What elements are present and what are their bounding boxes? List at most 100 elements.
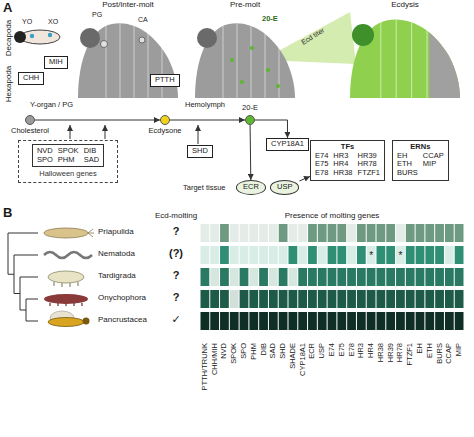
heatmap-cell xyxy=(318,224,327,242)
location-label: Y-organ / PG xyxy=(30,101,73,109)
heatmap-cell xyxy=(367,312,376,330)
gene-column-label: NVD xyxy=(220,343,228,359)
node-text: PHM xyxy=(58,156,79,165)
pathway-arrow xyxy=(35,120,160,121)
heatmap-cell xyxy=(269,268,278,286)
heatmap-cell xyxy=(425,224,434,242)
heatmap-cell xyxy=(406,268,415,286)
panel-letter: A xyxy=(3,1,12,15)
node-text: MIP xyxy=(423,160,444,169)
heatmap-cell xyxy=(357,290,366,308)
heatmap-cell xyxy=(435,268,444,286)
heatmap-cell xyxy=(455,312,464,330)
node-text: Ecdysone xyxy=(149,127,182,136)
heatmap-cell xyxy=(249,312,258,330)
gene-column-label: PTTH/TRUNK xyxy=(201,343,209,391)
pathway-arrow xyxy=(250,125,252,180)
heatmap-cell xyxy=(298,268,307,286)
heatmap-cell xyxy=(445,312,454,330)
gene-column-label: BURS xyxy=(435,343,443,364)
location-label: Target tissue xyxy=(183,184,226,192)
heatmap-cell xyxy=(289,246,298,264)
caterpillar-head xyxy=(352,24,374,46)
gene-column-label: E78 xyxy=(347,343,355,356)
heatmap-cell xyxy=(230,268,239,286)
heatmap-cell xyxy=(377,268,386,286)
heatmap-cell xyxy=(386,312,395,330)
molting-status: (?) xyxy=(169,247,183,259)
heatmap-cell xyxy=(435,290,444,308)
heatmap-cell xyxy=(279,246,288,264)
heatmap-cell xyxy=(328,246,337,264)
heatmap-cell xyxy=(377,290,386,308)
heatmap-cell xyxy=(357,312,366,330)
taxon-name: Tardigrada xyxy=(98,272,136,281)
heatmap-cell xyxy=(435,246,444,264)
gene-group: Halloween genesNVDSPOKDIBSPOPHMSAD xyxy=(18,140,118,183)
heatmap-cell xyxy=(396,290,405,308)
box-heading: TFs xyxy=(315,143,380,152)
gene-list-box: ERNsEHCCAPETHMIPBURS xyxy=(392,140,449,181)
heatmap-cell xyxy=(210,290,219,308)
heatmap-cell xyxy=(328,290,337,308)
molecule-dot: Cholesterol xyxy=(25,115,35,125)
gene-column-label: E74 xyxy=(328,343,336,356)
heatmap-cell xyxy=(298,312,307,330)
receptor-oval: USP xyxy=(270,180,299,195)
heatmap-cell xyxy=(396,268,405,286)
group-label: Decapoda xyxy=(5,20,14,56)
heatmap-cell xyxy=(318,246,327,264)
node-text: 20-E xyxy=(242,104,258,113)
heatmap-cell xyxy=(347,246,356,264)
heatmap-cell xyxy=(240,224,249,242)
heatmap-cell xyxy=(220,268,229,286)
heatmap-cell xyxy=(406,224,415,242)
stage-heading: Ecdysis xyxy=(391,1,419,10)
heatmap-cell xyxy=(308,290,317,308)
heatmap-cell xyxy=(328,312,337,330)
heatmap-cell xyxy=(367,246,376,264)
hormone-box: PTTH xyxy=(150,74,180,87)
taxon-name: Onychophora xyxy=(98,294,146,303)
heatmap-cell xyxy=(396,246,405,264)
heatmap-cell xyxy=(230,246,239,264)
heatmap-cell xyxy=(406,290,415,308)
heatmap-cell xyxy=(220,312,229,330)
heatmap-cell xyxy=(220,224,229,242)
gene-column-label: FTZF1 xyxy=(406,343,414,366)
heatmap-cell xyxy=(435,224,444,242)
heatmap-cell xyxy=(347,268,356,286)
gene-column-label: E75 xyxy=(338,343,346,356)
gene-box: NVDSPOKDIBSPOPHMSAD xyxy=(32,144,104,167)
gene-column-label: HR39 xyxy=(387,343,395,362)
heatmap-cell xyxy=(249,246,258,264)
hormone-dots xyxy=(230,46,280,88)
heatmap-cell xyxy=(259,246,268,264)
heatmap-cell xyxy=(337,268,346,286)
heatmap-cell xyxy=(289,268,298,286)
box-heading: ERNs xyxy=(397,143,444,152)
heatmap-cell xyxy=(318,312,327,330)
gene-column-label: MIP xyxy=(455,343,463,356)
gene-column-label: SHADE xyxy=(289,343,297,369)
heatmap-cell xyxy=(445,246,454,264)
taxon-name: Nematoda xyxy=(98,250,135,259)
heatmap-cell xyxy=(386,268,395,286)
heatmap-cell xyxy=(220,246,229,264)
heatmap-cell xyxy=(308,224,317,242)
taxon-name: Priapulida xyxy=(98,228,134,237)
heatmap-cell xyxy=(445,268,454,286)
gene-column-label: HR4 xyxy=(367,343,375,358)
hormone-box: CHH xyxy=(18,72,44,85)
pathway-arrow xyxy=(255,120,287,138)
crab-eyestalk xyxy=(14,30,60,44)
taxon-icons xyxy=(44,228,94,327)
gene-column-label: HR78 xyxy=(396,343,404,362)
node-text: HR39 xyxy=(358,152,381,161)
heatmap-cell xyxy=(406,312,415,330)
heatmap-cell xyxy=(416,224,425,242)
heatmap-cell xyxy=(337,224,346,242)
